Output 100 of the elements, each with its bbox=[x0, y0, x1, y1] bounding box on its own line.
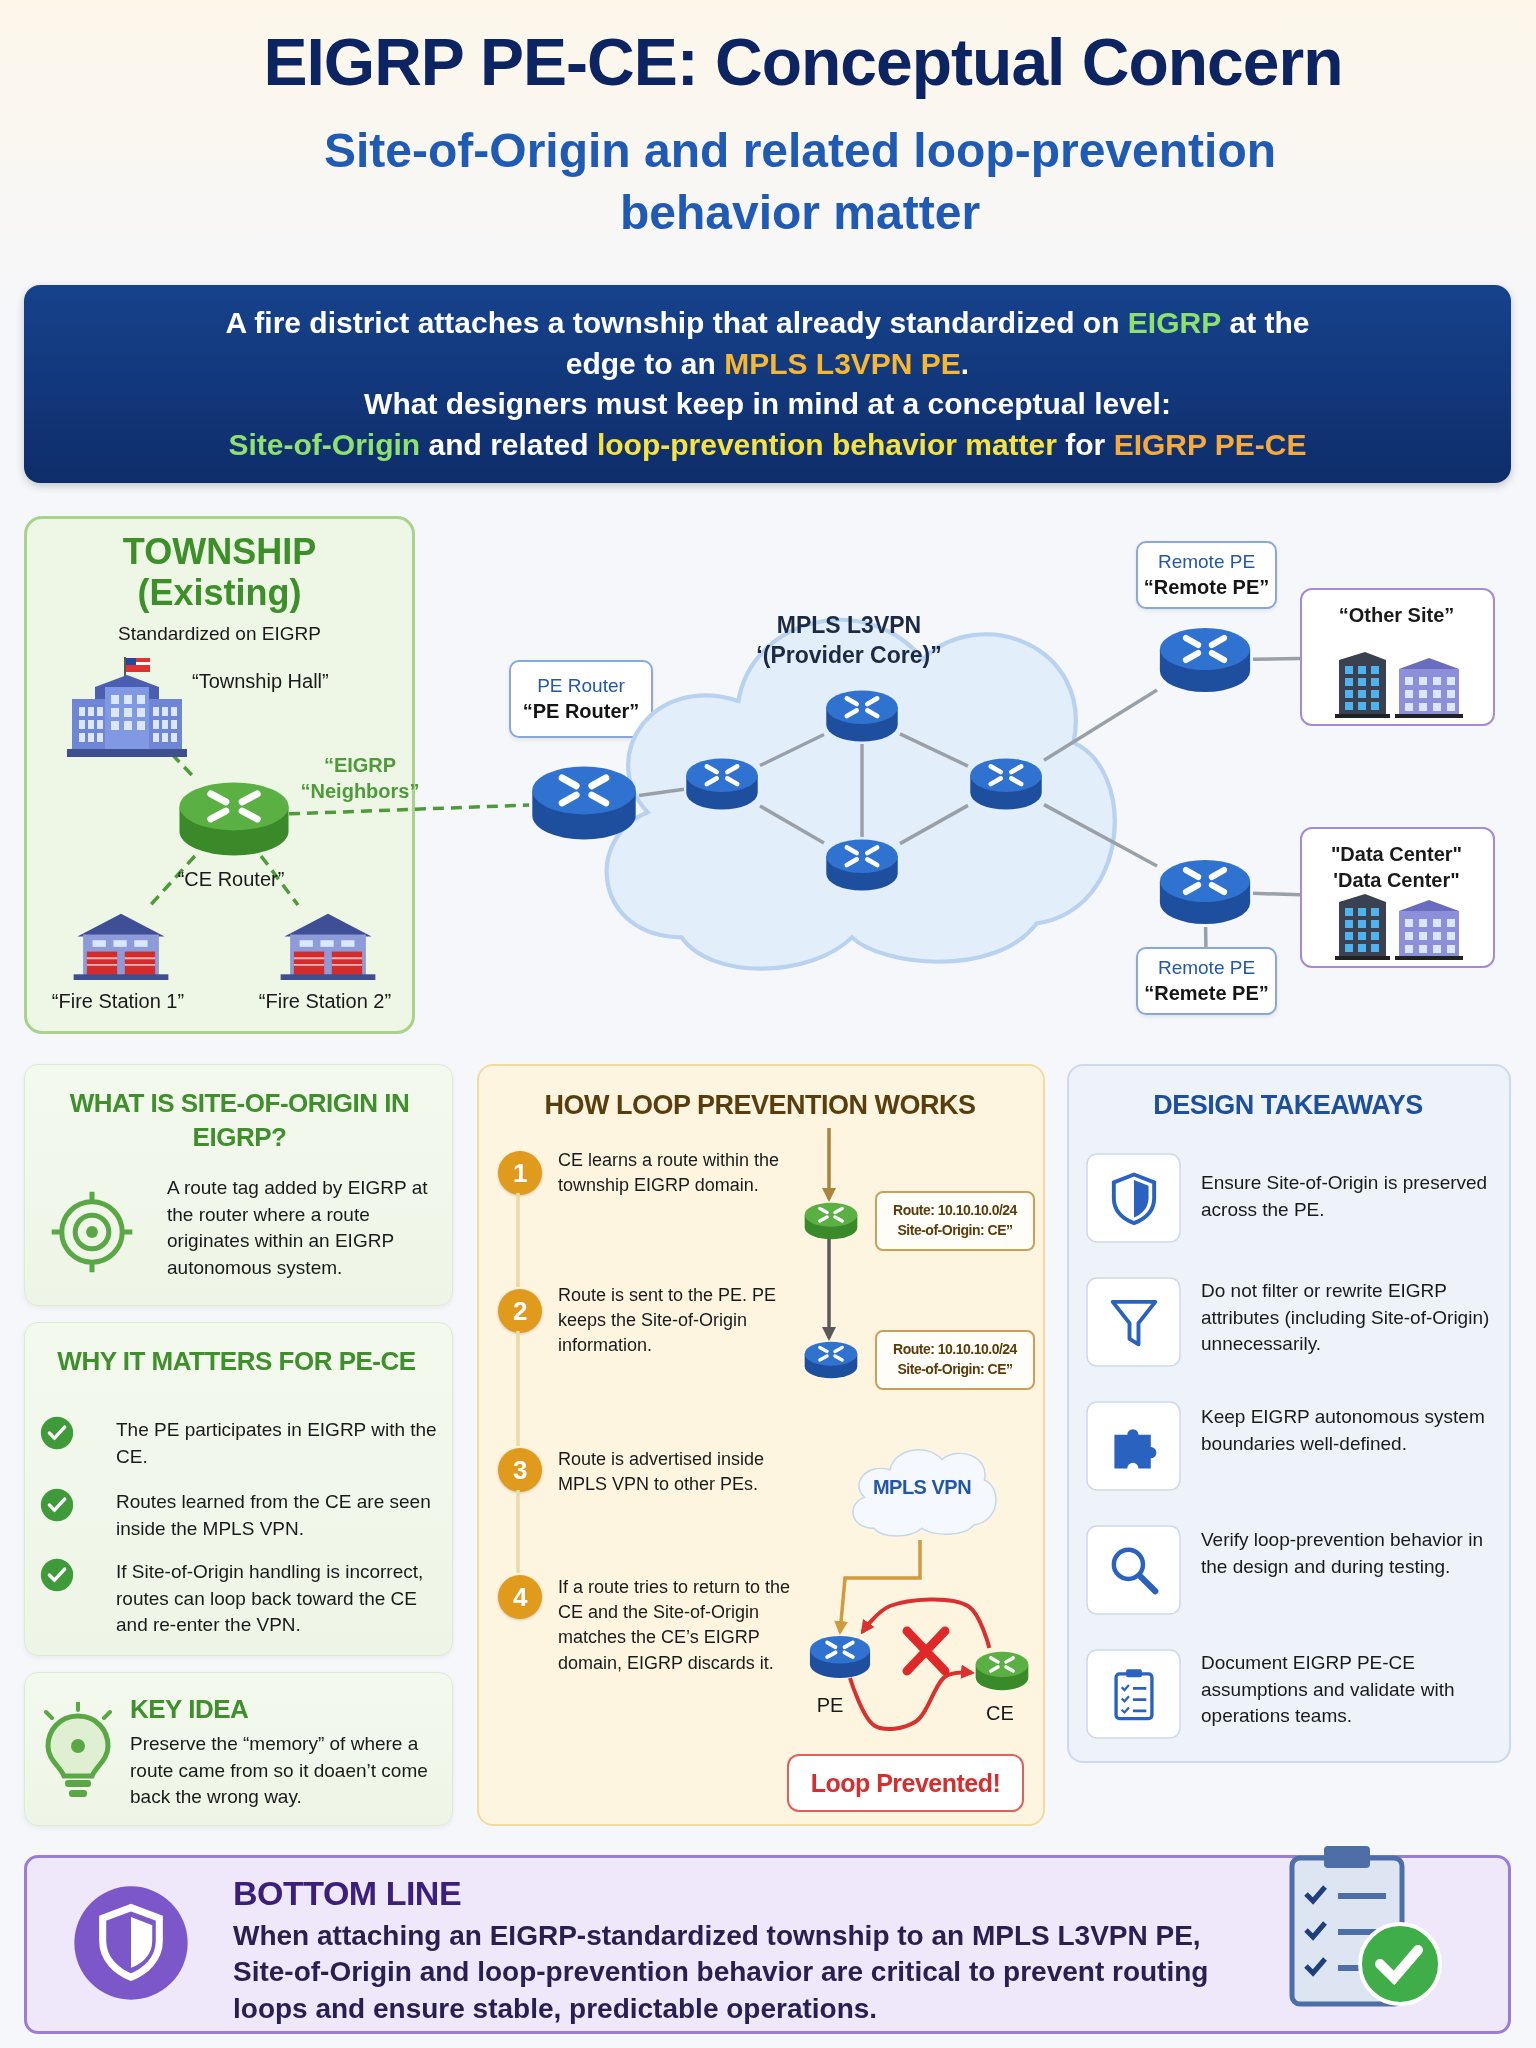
route-tag-text: Route: 10.10.10.0/24 Site-of-Origin: CE” bbox=[892, 1340, 1019, 1379]
router-icon bbox=[824, 688, 900, 744]
route-tag-text: Route: 10.10.10.0/24 Site-of-Origin: CE” bbox=[892, 1201, 1019, 1240]
router-icon bbox=[176, 779, 292, 859]
banner-panel bbox=[24, 285, 1511, 483]
router-icon bbox=[974, 1650, 1030, 1692]
banner-text: What designers must keep in mind at a conceptual level: bbox=[364, 386, 1171, 422]
bullet-text: The PE participates in EIGRP with the CE. bbox=[116, 1418, 438, 1469]
link-line bbox=[516, 1490, 520, 1573]
summary-text: When attaching an EIGRP-standardized township to an MPLS L3VPN PE, Site-of-Origin and loop-prevention behavior are critical to prevent routing loops and ensure stable, predictable operations. bbox=[233, 1919, 1210, 2026]
link-line bbox=[1252, 891, 1301, 897]
banner-text: A fire district attaches a township that already standardized on EIGRP at the edge to an MPLS L3VPN PE. bbox=[224, 305, 1311, 382]
router-icon bbox=[808, 1634, 872, 1680]
site-label: "Data Center" bbox=[1329, 843, 1464, 866]
device-type: PE Router bbox=[537, 673, 625, 698]
device-type: Remote PE bbox=[1157, 955, 1256, 980]
link-line bbox=[1203, 926, 1208, 948]
cloud-label: MPLS VPN bbox=[872, 1475, 972, 1499]
icon-tile bbox=[1086, 1277, 1181, 1367]
takeaway-text: Keep EIGRP autonomous system boundaries well-defined. bbox=[1201, 1405, 1486, 1456]
step-circle bbox=[498, 1575, 542, 1619]
step-circle bbox=[498, 1448, 542, 1492]
router-icon bbox=[803, 1340, 859, 1380]
step-text: Route is advertised inside MPLS VPN to other PEs. bbox=[558, 1448, 766, 1497]
arrow bbox=[860, 1597, 992, 1649]
icon-tile bbox=[1086, 1649, 1181, 1739]
step-circle bbox=[498, 1151, 542, 1195]
cloud-subtitle: ‘(Provider Core)” bbox=[755, 642, 943, 669]
link-line bbox=[516, 1193, 520, 1287]
bullet-text: Routes learned from the CE are seen inside the MPLS VPN. bbox=[116, 1490, 432, 1541]
card-heading: DESIGN TAKEAWAYS bbox=[1152, 1090, 1424, 1121]
link-line bbox=[1252, 656, 1301, 661]
arrow bbox=[822, 1128, 836, 1202]
step-text: Route is sent to the PE. PE keeps the Site-of-Origin information. bbox=[558, 1284, 778, 1358]
step-circle bbox=[498, 1289, 542, 1333]
building-label: “Fire Station 1” bbox=[51, 990, 185, 1013]
link-line bbox=[759, 732, 825, 768]
site-label: “Other Site” bbox=[1337, 604, 1456, 627]
cloud-title: MPLS L3VPN bbox=[775, 612, 923, 639]
takeaway-text: Do not filter or rewrite EIGRP attributes (including Site-of-Origin) unnecessarily. bbox=[1201, 1279, 1491, 1357]
info-card bbox=[24, 1064, 453, 1306]
arrow bbox=[822, 1239, 836, 1341]
label-box bbox=[1136, 947, 1277, 1015]
link-line bbox=[1043, 688, 1158, 762]
panel-heading: BOTTOM LINE bbox=[233, 1874, 463, 1913]
label-box bbox=[509, 660, 653, 738]
takeaway-text: Ensure Site-of-Origin is preserved across the PE. bbox=[1201, 1171, 1489, 1222]
banner-text: Site-of-Origin and related loop-prevention behavior matter for EIGRP PE-CE bbox=[228, 426, 1307, 463]
card-heading: WHY IT MATTERS FOR PE-CE bbox=[56, 1345, 417, 1378]
bullet-text: If Site-of-Origin handling is incorrect, routes can loop back toward the CE and re-enter the VPN. bbox=[116, 1560, 425, 1638]
link-line bbox=[899, 803, 969, 846]
icon-tile bbox=[1086, 1153, 1181, 1243]
router-label: “CE Router” bbox=[177, 868, 285, 891]
status-text: Loop Prevented! bbox=[810, 1768, 1001, 1798]
link-line bbox=[899, 732, 969, 768]
link-line bbox=[516, 1331, 520, 1446]
router-icon bbox=[968, 756, 1044, 812]
router-label: PE bbox=[816, 1694, 844, 1717]
device-name: “Remete PE” bbox=[1144, 981, 1269, 1007]
link-line bbox=[860, 744, 864, 837]
info-card bbox=[24, 1672, 453, 1826]
subtitle: Site-of-Origin and related loop-prevention behavior matter bbox=[323, 123, 1277, 242]
arrow bbox=[834, 1540, 922, 1635]
dashed-link bbox=[259, 854, 300, 907]
takeaway-text: Verify loop-prevention behavior in the design and during testing. bbox=[1201, 1528, 1484, 1579]
card-heading: WHAT IS SITE-OF-ORIGIN IN EIGRP? bbox=[68, 1087, 411, 1154]
step-number: 1 bbox=[513, 1157, 527, 1189]
info-card bbox=[24, 1322, 453, 1656]
router-icon bbox=[1157, 857, 1253, 927]
router-label: CE bbox=[986, 1702, 1014, 1725]
router-icon bbox=[824, 837, 900, 893]
router-icon bbox=[684, 756, 760, 812]
card-text: A route tag added by EIGRP at the router where a route originates within an EIGRP autonomous system. bbox=[167, 1176, 429, 1280]
device-name: “Remote PE” bbox=[1143, 575, 1270, 601]
town-hall-icon bbox=[65, 657, 189, 757]
takeaway-text: Document EIGRP PE-CE assumptions and validate with operations teams. bbox=[1201, 1651, 1456, 1729]
building-label: “Fire Station 2” bbox=[258, 990, 392, 1013]
icon-tile bbox=[1086, 1401, 1181, 1491]
page-title: EIGRP PE-CE: Conceptual Concern bbox=[262, 24, 1344, 100]
step-number: 4 bbox=[513, 1581, 527, 1613]
card-text: Preserve the “memory” of where a route came from so it doaen’t come back the wrong way. bbox=[130, 1732, 429, 1810]
dashed-link bbox=[149, 854, 197, 907]
step-number: 2 bbox=[513, 1295, 527, 1327]
edge-label: “EIGRP “Neighbors” bbox=[299, 753, 421, 804]
label-box bbox=[1136, 541, 1277, 609]
card-heading: KEY IDEA bbox=[130, 1693, 250, 1726]
dashed-link bbox=[288, 803, 530, 816]
router-icon bbox=[529, 763, 639, 843]
link-line bbox=[1043, 803, 1158, 868]
route-tag bbox=[875, 1330, 1035, 1390]
site-label: 'Data Center" bbox=[1332, 869, 1461, 892]
info-card bbox=[477, 1064, 1045, 1826]
building-label: “Township Hall” bbox=[192, 670, 330, 693]
router-icon bbox=[1157, 625, 1253, 695]
router-icon bbox=[803, 1201, 859, 1241]
panel-subheading: Standardized on EIGRP bbox=[117, 623, 322, 645]
device-type: Remote PE bbox=[1157, 549, 1256, 574]
step-text: CE learns a route within the township EIGRP domain. bbox=[558, 1149, 781, 1198]
step-text: If a route tries to return to the CE and the Site-of-Origin matches the CE’s EIGRP domain, EIGRP discards it. bbox=[558, 1576, 792, 1675]
icon-tile bbox=[1086, 1525, 1181, 1615]
